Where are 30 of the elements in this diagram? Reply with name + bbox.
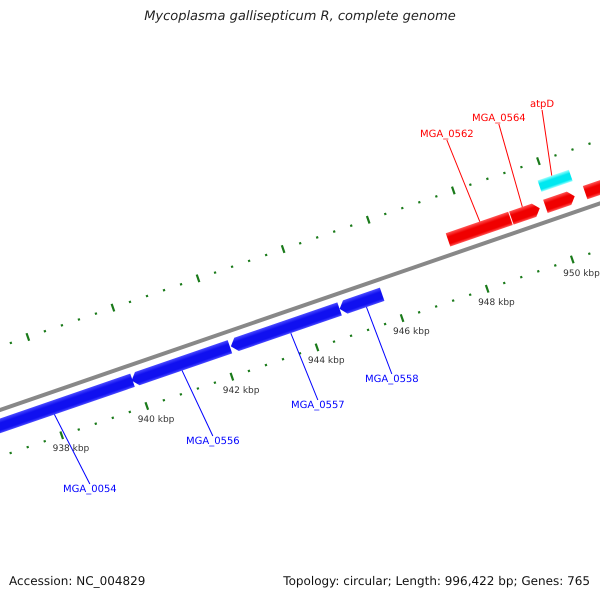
accession-text: Accession: NC_004829 bbox=[9, 574, 146, 588]
leader-line bbox=[446, 140, 480, 222]
gene-block bbox=[509, 204, 540, 225]
leader-line bbox=[182, 370, 214, 436]
gene-block bbox=[446, 212, 513, 246]
leader-line bbox=[54, 414, 90, 484]
gene-label: MGA_0556 bbox=[186, 436, 240, 447]
gene-block bbox=[538, 170, 573, 192]
chart-title: Mycoplasma gallisepticum R, complete genome bbox=[143, 9, 457, 24]
gene-label: MGA_0054 bbox=[63, 484, 117, 495]
scale-label: 948 kbp bbox=[478, 298, 515, 308]
gene-block bbox=[230, 302, 342, 352]
scale-label: 946 kbp bbox=[392, 327, 430, 338]
genome-info-text: Topology: circular; Length: 996,422 bp; Genes: 765 bbox=[283, 574, 590, 588]
gene-label: MGA_0558 bbox=[365, 374, 419, 385]
scale-label: 950 kbp bbox=[563, 268, 600, 279]
gene-block bbox=[132, 340, 232, 386]
scale-label: 944 kbp bbox=[308, 356, 345, 366]
scale-label: 940 kbp bbox=[138, 415, 174, 426]
leader-line bbox=[290, 332, 318, 400]
gene-label: atpD bbox=[530, 99, 554, 110]
leader-line bbox=[498, 124, 523, 208]
gene-label: MGA_0564 bbox=[472, 113, 526, 124]
leader-line bbox=[542, 110, 552, 176]
gene-block bbox=[543, 192, 575, 213]
leader-line bbox=[366, 306, 392, 374]
gene-block bbox=[340, 288, 384, 314]
gene-label: MGA_0562 bbox=[420, 129, 474, 140]
scale-label: 938 kbp bbox=[52, 444, 90, 454]
gene-label: MGA_0557 bbox=[291, 400, 345, 411]
